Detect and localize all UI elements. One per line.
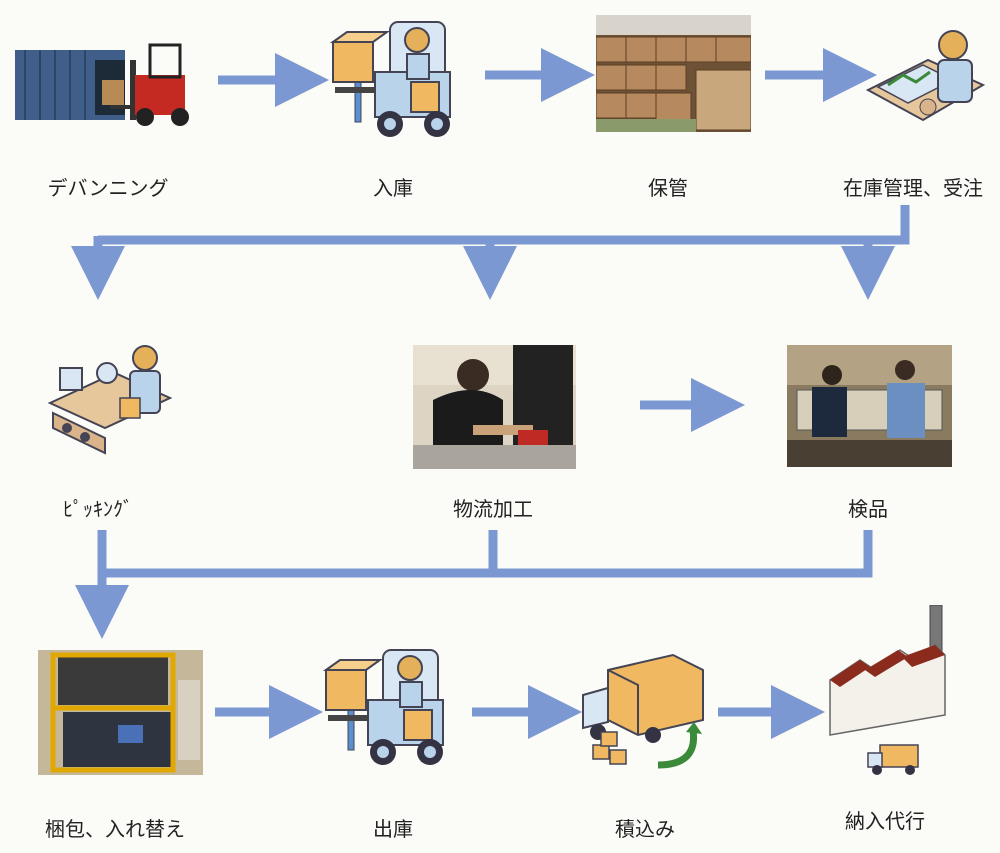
container-forklift-photo	[10, 20, 200, 130]
step-label-shipping: 出庫	[373, 817, 413, 841]
truck-loading-icon	[582, 653, 704, 769]
packing-rack-photo	[38, 650, 203, 775]
forklift-icon	[322, 649, 444, 765]
step-label-inspection: 検品	[848, 497, 888, 521]
warehouse-boxes-photo	[596, 15, 751, 132]
step-label-processing: 物流加工	[453, 497, 533, 521]
step-label-inventory: 在庫管理、受注	[843, 176, 983, 200]
step-label-loading: 積込み	[615, 817, 675, 841]
step-label-devanning: デバンニング	[47, 176, 169, 200]
step-label-storage: 保管	[648, 176, 688, 200]
step-label-packing: 梱包、入れ替え	[45, 817, 185, 841]
inspection-photo	[787, 345, 952, 467]
worker-desk-icon	[865, 30, 986, 122]
factory-icon	[829, 605, 946, 775]
conveyor-worker-icon	[47, 345, 173, 455]
arrow-merge-packing	[102, 530, 873, 578]
step-label-picking: ﾋﾟｯｷﾝｸﾞ	[63, 497, 133, 521]
step-label-delivery: 納入代行	[845, 809, 925, 833]
worker-photo	[413, 345, 576, 469]
arrow-inventory-split	[98, 205, 910, 245]
forklift-icon	[329, 21, 451, 137]
step-label-receiving: 入庫	[373, 176, 413, 200]
